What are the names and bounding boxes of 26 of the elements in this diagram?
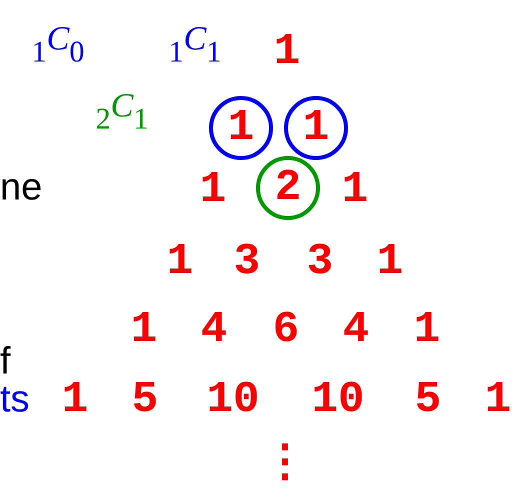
triangle-number: 1	[342, 165, 368, 215]
triangle-number: 3	[306, 237, 334, 287]
triangle-number: 5	[132, 375, 158, 425]
circle-highlight: 1	[284, 96, 348, 160]
triangle-number: 5	[414, 375, 442, 425]
triangle-number: 6	[272, 305, 300, 355]
triangle-number: 1	[274, 27, 300, 77]
circle-highlight: 2	[256, 156, 320, 220]
binomial-notation: $_{1}$C$_{0}$	[32, 20, 84, 70]
triangle-number: 4	[342, 305, 370, 355]
triangle-number: 1	[130, 305, 158, 355]
triangle-number: 1	[414, 305, 440, 355]
triangle-number: 1	[62, 375, 88, 425]
triangle-number: 1	[200, 165, 226, 215]
continuation-dots: ⋮	[263, 438, 307, 490]
binomial-notation: $_{1}$C$_{1}$	[168, 20, 222, 70]
circle-highlight: 1	[209, 96, 273, 160]
triangle-number: 10	[312, 375, 364, 425]
triangle-number: 10	[206, 375, 260, 425]
triangle-number: 1	[166, 237, 194, 287]
triangle-number: 3	[234, 237, 260, 287]
text-fragment: ne	[0, 166, 42, 210]
triangle-number: 1	[484, 375, 512, 425]
binomial-notation: $_{2}$C$_{1}$	[96, 88, 148, 136]
triangle-number: 4	[200, 305, 228, 355]
triangle-number: 1	[376, 237, 404, 287]
